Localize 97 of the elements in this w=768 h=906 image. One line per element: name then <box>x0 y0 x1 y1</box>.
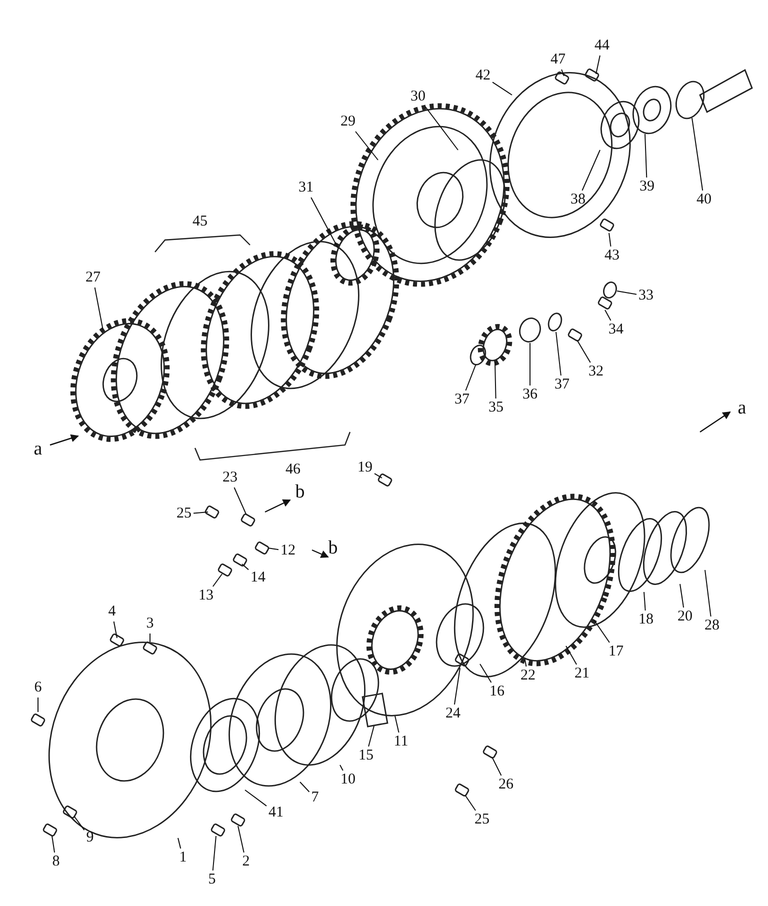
leader-line <box>608 232 612 247</box>
callout-number: 19 <box>356 460 374 476</box>
leader-line <box>74 816 85 831</box>
callout-number: 42 <box>474 68 492 84</box>
leader-line <box>582 150 600 191</box>
callout-number: 17 <box>608 644 624 660</box>
leader-line <box>234 487 246 514</box>
callout-number: 43 <box>604 248 620 264</box>
leader-line <box>465 364 476 391</box>
callout-number: 29 <box>340 114 356 130</box>
callout-number: 3 <box>145 616 155 632</box>
callout-number: 45 <box>192 214 208 230</box>
callout-number: 11 <box>392 734 410 750</box>
callout-number: 32 <box>588 364 604 380</box>
callout-number: 12 <box>280 542 296 560</box>
callout-number: 30 <box>410 88 426 106</box>
leader-line <box>368 726 374 747</box>
leader-line <box>113 621 118 638</box>
callout-number: 5 <box>207 872 217 888</box>
reference-letter: a <box>32 438 44 460</box>
callout-number: 25 <box>176 506 192 522</box>
reference-letter: b <box>327 538 339 558</box>
leader-line <box>680 584 684 608</box>
leader-line <box>238 826 244 853</box>
leader-line <box>644 592 646 611</box>
leader-line <box>94 287 104 330</box>
leader-line <box>454 668 460 705</box>
callout-number: 7 <box>310 790 320 806</box>
reference-letter: a <box>736 398 748 418</box>
leader-line <box>576 340 591 363</box>
callout-number: 39 <box>638 178 656 196</box>
callout-number: 8 <box>51 854 61 870</box>
callout-number: 40 <box>696 192 712 208</box>
leader-line <box>604 310 612 321</box>
leader-line <box>310 197 338 248</box>
leader-line <box>374 473 382 478</box>
leader-line <box>464 794 476 811</box>
leader-line <box>556 332 562 376</box>
callout-number: 47 <box>550 52 566 68</box>
leader-line <box>492 82 512 96</box>
callout-number: 33 <box>638 288 654 304</box>
leader-line <box>596 55 600 74</box>
leader-line <box>494 362 496 399</box>
leader-line <box>480 664 492 683</box>
callout-number: 14 <box>250 570 266 586</box>
leader-line <box>242 564 249 570</box>
reference-letter: b <box>294 482 306 502</box>
leader-line <box>300 782 310 792</box>
callout-number: 20 <box>676 608 694 626</box>
callout-number: 46 <box>284 462 302 478</box>
callout-number: 35 <box>488 400 504 416</box>
callout-number: 41 <box>268 804 284 822</box>
leader-line <box>616 290 637 295</box>
callout-number: 27 <box>84 270 102 286</box>
callout-number: 22 <box>520 668 536 684</box>
leader-line <box>492 756 502 776</box>
callout-number: 15 <box>358 748 374 764</box>
callout-number: 31 <box>298 180 314 196</box>
leader-line <box>704 570 712 617</box>
callout-number: 1 <box>178 850 188 866</box>
callout-number: 21 <box>574 666 590 682</box>
callout-number: 37 <box>554 376 570 394</box>
leader-line <box>268 548 279 550</box>
leader-line <box>424 106 458 150</box>
leader-line <box>212 836 216 871</box>
callout-number: 13 <box>198 588 214 604</box>
leader-line <box>524 660 527 667</box>
callout-number: 6 <box>33 680 43 696</box>
leader-line <box>178 838 182 849</box>
callout-number: 26 <box>498 776 514 794</box>
callout-number: 28 <box>704 618 720 634</box>
callout-number: 23 <box>222 470 238 486</box>
callout-number: 25 <box>474 812 490 828</box>
callout-number: 4 <box>107 604 117 620</box>
leader-line <box>594 620 610 643</box>
callout-number: 18 <box>638 612 654 628</box>
leader-line <box>644 134 648 178</box>
callout-number: 2 <box>241 854 251 870</box>
callout-number: 16 <box>488 684 506 700</box>
callout-number: 38 <box>570 192 586 208</box>
callout-number: 9 <box>85 830 95 846</box>
leader-line <box>52 836 56 853</box>
leader-line <box>566 646 578 665</box>
callout-number: 10 <box>340 772 356 788</box>
leader-line <box>394 716 400 733</box>
callout-number: 36 <box>522 386 538 404</box>
leader-line <box>355 131 378 160</box>
leader-line <box>692 118 704 191</box>
callout-number: 24 <box>444 706 462 722</box>
leader-line <box>561 69 564 76</box>
leader-line <box>212 574 222 587</box>
leader-line <box>340 764 344 771</box>
leader-line <box>244 790 267 806</box>
callout-number: 37 <box>454 392 470 408</box>
callout-number: 44 <box>594 38 610 54</box>
callout-number: 34 <box>608 322 624 338</box>
leader-line <box>193 512 208 514</box>
